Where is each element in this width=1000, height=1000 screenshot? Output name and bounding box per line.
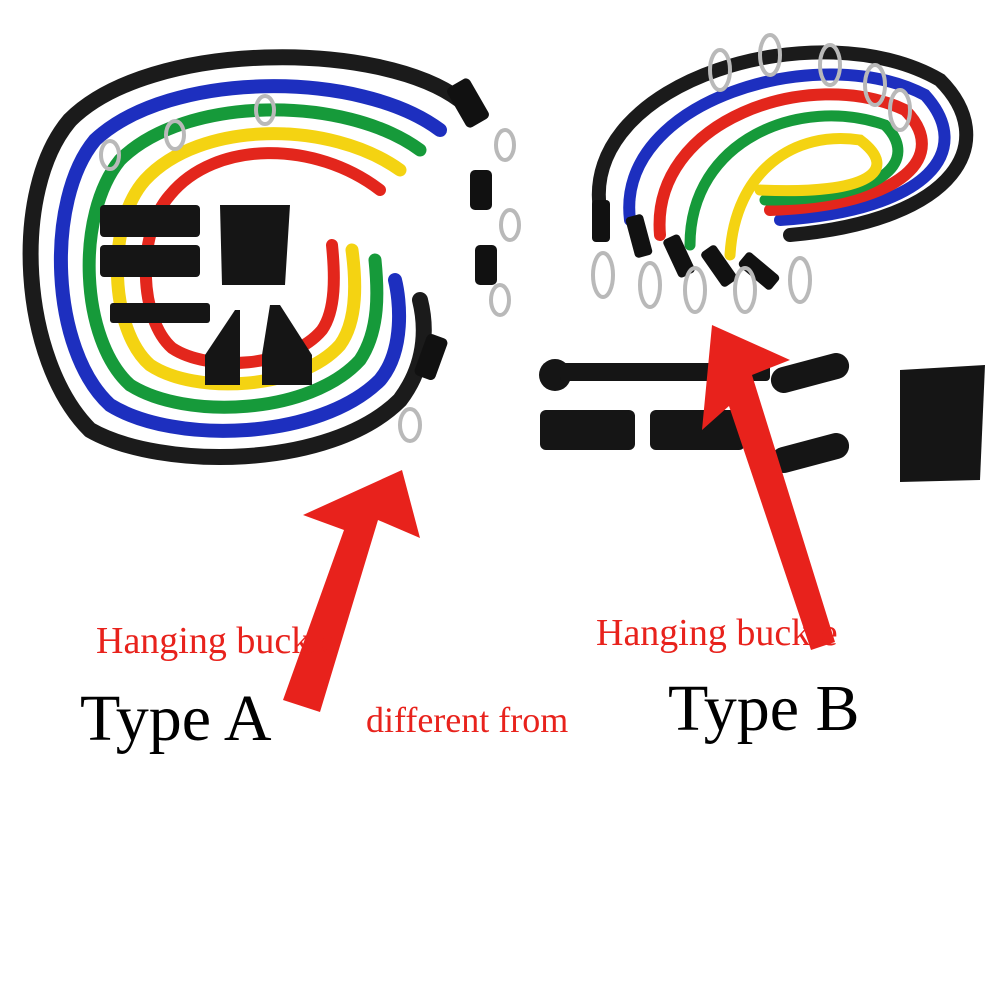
ankle-strap <box>540 410 635 450</box>
band-black <box>22 49 468 466</box>
type-a-label: Type A <box>80 682 272 755</box>
storage-bag <box>900 365 985 482</box>
type-a-accessories <box>100 205 312 385</box>
band-black <box>591 45 974 242</box>
storage-bag <box>220 205 290 285</box>
handle <box>770 353 850 393</box>
band-blue <box>623 68 951 226</box>
door-anchor <box>110 303 210 323</box>
type-a-resistance-bands <box>22 49 468 466</box>
band-yellow <box>724 133 883 261</box>
handle <box>262 305 312 385</box>
ankle-strap <box>100 245 200 277</box>
ankle-strap <box>650 410 745 450</box>
ankle-strap <box>100 205 200 237</box>
band-red <box>653 88 928 241</box>
handle <box>205 310 240 385</box>
different-from-label: different from <box>366 700 569 740</box>
band-green <box>82 103 427 414</box>
type-b-hooks <box>591 33 912 314</box>
band-red <box>139 147 386 369</box>
type-b-resistance-bands <box>591 45 974 261</box>
type-b-product-photo <box>535 20 995 500</box>
handle <box>770 433 850 473</box>
band-yellow <box>110 127 407 391</box>
hanging-buckle-label-a: Hanging buckle <box>96 620 338 662</box>
type-b-label: Type B <box>668 672 860 745</box>
band-green <box>684 110 904 251</box>
hanging-buckle-label-b: Hanging buckle <box>596 612 838 654</box>
type-b-accessories <box>539 353 985 482</box>
red-arrow-up-icon <box>702 325 835 650</box>
swivel-snap-hook-icon <box>99 94 521 443</box>
type-a-hooks <box>99 78 521 443</box>
red-arrow-up-icon <box>283 470 420 712</box>
band-blue <box>53 79 447 438</box>
carabiner-icon <box>591 33 912 314</box>
type-a-product-photo <box>12 40 522 480</box>
